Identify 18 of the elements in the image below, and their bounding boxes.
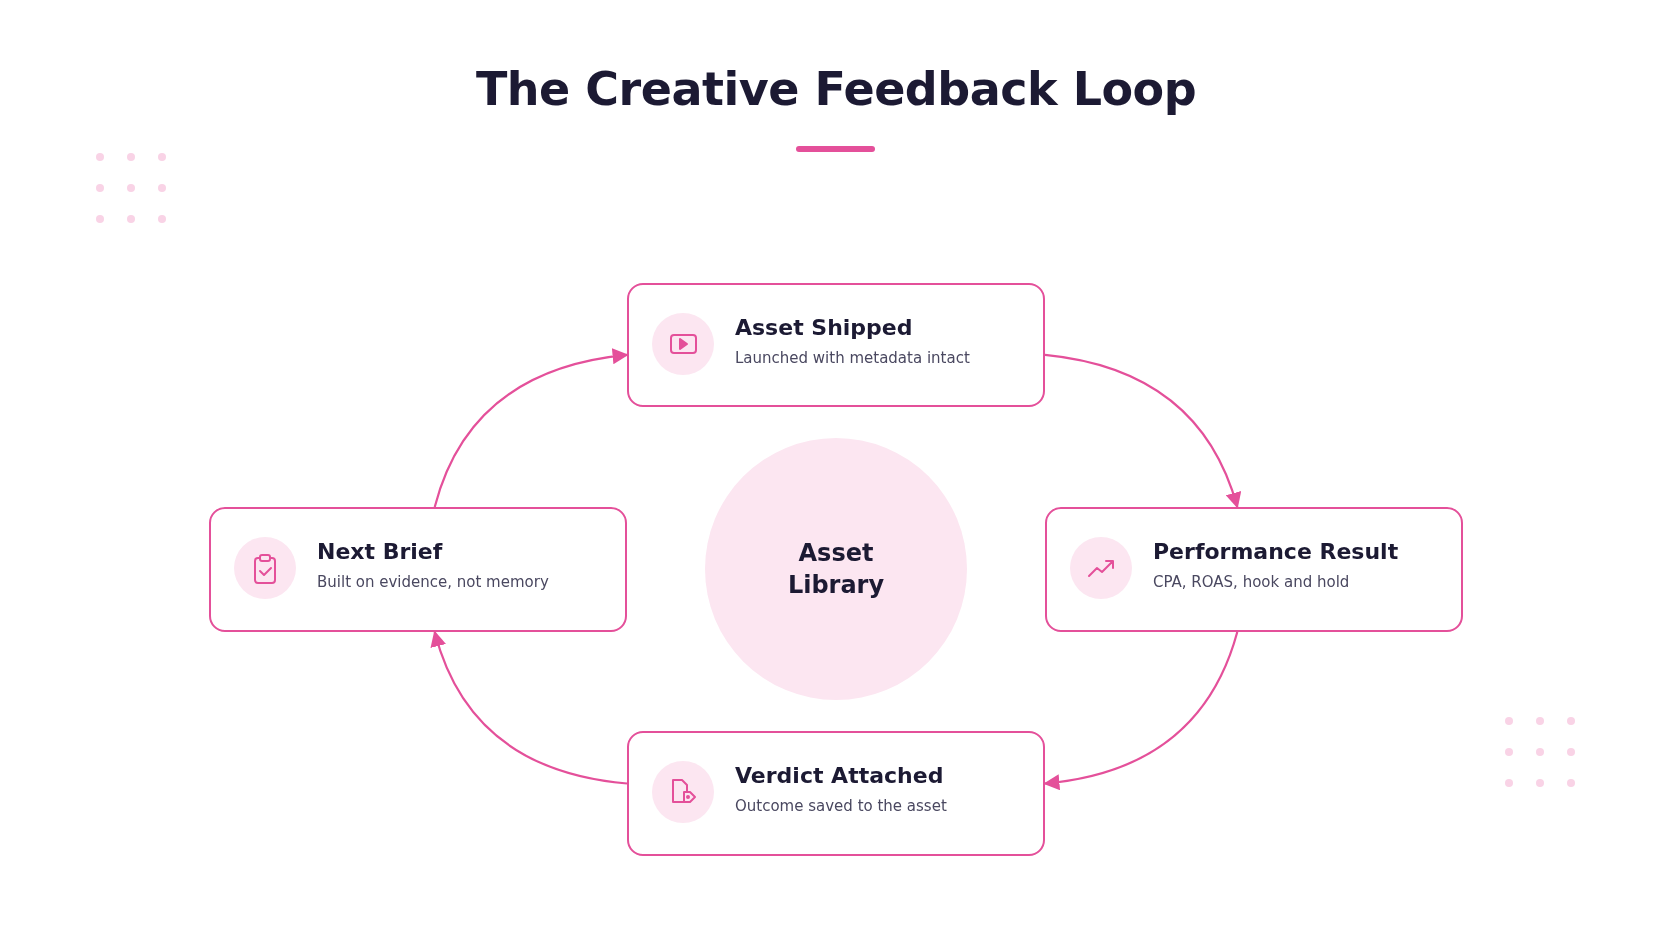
step-card bbox=[627, 731, 1045, 856]
step-description: Outcome saved to the asset bbox=[735, 797, 947, 815]
step-card bbox=[1045, 507, 1463, 632]
step-title: Verdict Attached bbox=[735, 763, 944, 788]
step-card bbox=[627, 283, 1045, 407]
step-description: Launched with metadata intact bbox=[735, 349, 970, 367]
title: The Creative Feedback Loop bbox=[474, 62, 1198, 116]
cycle-arrow bbox=[1043, 631, 1239, 790]
cycle-arrow bbox=[431, 630, 628, 785]
step-description: Built on evidence, not memory bbox=[317, 573, 549, 591]
step-card bbox=[209, 507, 627, 632]
cycle-arrow bbox=[433, 348, 629, 508]
hub-label: Asset Library bbox=[786, 537, 886, 601]
step-title: Next Brief bbox=[317, 539, 443, 564]
step-description: CPA, ROAS, hook and hold bbox=[1153, 573, 1350, 591]
cycle-arrow bbox=[1044, 353, 1241, 509]
step-title: Asset Shipped bbox=[735, 315, 913, 340]
step-title: Performance Result bbox=[1153, 539, 1399, 564]
